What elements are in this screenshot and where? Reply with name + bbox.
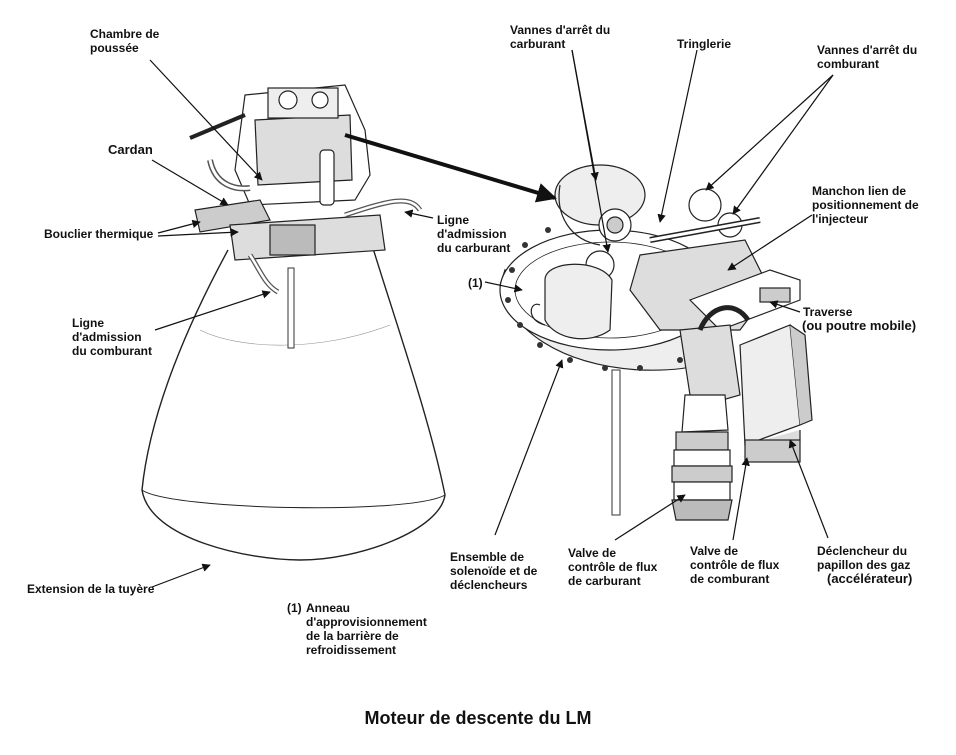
- label-traverse: Traverse: [803, 305, 853, 319]
- diagram-title: Moteur de descente du LM: [364, 708, 592, 728]
- ring-bolts: [505, 227, 715, 371]
- label-vannes-comburant: Vannes d'arrêt du comburant: [817, 43, 918, 71]
- label-extension: Extension de la tuyère: [27, 582, 155, 596]
- label-tringlerie: Tringlerie: [677, 37, 732, 51]
- nozzle-extension: [141, 244, 446, 561]
- label-anneau: Anneau d'approvisionnement de la barrièr…: [306, 601, 427, 657]
- label-vannes-carburant: Vannes d'arrêt du carburant: [510, 23, 611, 51]
- label-one: (1): [468, 276, 483, 290]
- right-center-rod: [611, 369, 621, 516]
- flow-control-valves: [671, 305, 813, 521]
- label-ligne-carburant: Ligne d'admission du carburant: [437, 213, 511, 255]
- label-chambre: Chambre de poussée: [90, 27, 160, 55]
- label-valve-comburant: Valve de contrôle de flux de comburant: [690, 544, 780, 586]
- label-anneau-num: (1): [287, 601, 302, 615]
- label-ligne-comburant: Ligne d'admission du comburant: [72, 316, 152, 358]
- label-manchon: Manchon lien de positionnement de l'inje…: [812, 184, 919, 226]
- label-cardan: Cardan: [108, 142, 153, 157]
- label-poutre: (ou poutre mobile): [802, 318, 917, 333]
- label-solenoide: Ensemble de solenoïde et de déclencheurs: [450, 550, 538, 592]
- transition-arrow: [344, 133, 557, 203]
- label-declencheur: Déclencheur du papillon des gaz: [817, 544, 911, 572]
- center-rod: [287, 267, 295, 349]
- label-bouclier: Bouclier thermique: [44, 227, 154, 241]
- label-accelerateur: (accélérateur): [827, 571, 913, 586]
- thrust-chamber-assembly: [189, 84, 423, 295]
- label-valve-carburant: Valve de contrôle de flux de carburant: [568, 546, 658, 588]
- leader-lines: [149, 49, 834, 588]
